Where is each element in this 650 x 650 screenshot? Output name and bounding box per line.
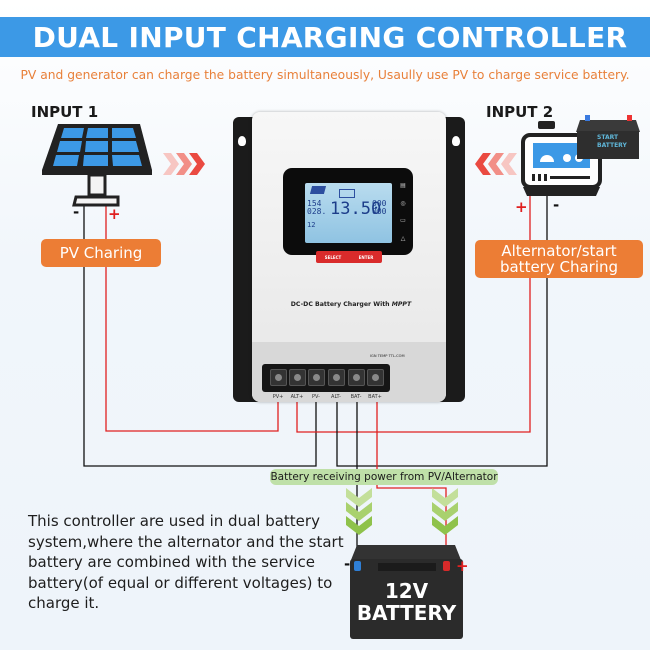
- wire-alt-positive: [296, 190, 531, 433]
- aux-port-ign: IGN: [370, 354, 377, 358]
- solar-panel-icon: [42, 124, 152, 207]
- terminal-label: BAT-: [350, 394, 362, 400]
- mount-hole-icon: [452, 136, 460, 146]
- input-1-label: INPUT 1: [31, 103, 99, 121]
- wire-pv-negative: [83, 206, 317, 467]
- description-text: This controller are used in dual battery…: [28, 512, 344, 612]
- lcd-panel-icon: [309, 186, 327, 194]
- lcd-pv-current: 028.: [307, 207, 327, 216]
- terminal-label: PV-: [312, 394, 320, 400]
- lcd-load-top: 000: [372, 199, 387, 208]
- pv-status-icon: ▤: [400, 182, 406, 189]
- negative-terminal-icon: [354, 561, 361, 571]
- battery-icon: [350, 545, 463, 639]
- model-name: DC-DC Battery Charger With: [290, 301, 390, 308]
- title-bar: DUAL INPUT CHARGING CONTROLLER: [0, 17, 650, 57]
- aux-port-temp: TEMP: [377, 354, 388, 358]
- pv-charging-caption: PV Charing: [41, 239, 161, 267]
- aux-port-labels: IGN TEMP TTL-COM: [370, 354, 405, 358]
- alt-plus-sign: +: [515, 198, 528, 216]
- lcd-load-mid: 000: [372, 207, 387, 216]
- terminal-pv-plus[interactable]: [270, 369, 287, 386]
- terminal-bat-minus[interactable]: [348, 369, 365, 386]
- lcd-pv-voltage: 154: [307, 199, 322, 208]
- arrow-right-icon: [163, 153, 205, 175]
- select-button[interactable]: SELECT: [324, 254, 342, 260]
- terminal-block: [262, 364, 390, 392]
- terminal-label: ALT+: [290, 394, 304, 400]
- controller-lcd: 154 028. 12 13.50 000 000: [305, 183, 392, 243]
- arrow-down-right-icon: [432, 488, 458, 535]
- terminal-label: PV+: [272, 394, 284, 400]
- pv-minus-sign: -: [73, 203, 80, 221]
- model-brand: MPPT: [391, 301, 412, 308]
- pv-plus-sign: +: [108, 205, 121, 223]
- load-status-icon: ◎: [400, 199, 406, 207]
- start-battery-label-line2: BATTERY: [597, 142, 627, 149]
- battery-plus-sign: +: [456, 557, 469, 575]
- start-battery-label: START BATTERY: [597, 134, 627, 150]
- arrow-left-icon: [475, 153, 517, 175]
- lcd-battery-voltage: 13.50: [330, 199, 382, 219]
- battery-status-icon: ▭: [400, 217, 406, 225]
- wire-alt-negative: [336, 190, 548, 467]
- wire-pv-positive: [105, 206, 279, 432]
- lcd-battery-icon: [339, 189, 355, 198]
- controller-model-text: DC-DC Battery Charger With MPPT: [258, 301, 444, 308]
- terminal-bat-plus[interactable]: [367, 369, 384, 386]
- page-title: DUAL INPUT CHARGING CONTROLLER: [32, 20, 628, 54]
- battery-label: 12V BATTERY: [350, 580, 463, 624]
- arrow-down-left-icon: [346, 488, 372, 535]
- alt-minus-sign: -: [553, 196, 560, 214]
- lcd-system-voltage: 12: [307, 221, 316, 229]
- battery-name-label: BATTERY: [356, 601, 457, 625]
- start-battery-label-line1: START: [597, 134, 619, 141]
- subtitle: PV and generator can charge the battery …: [20, 68, 630, 82]
- battery-minus-sign: -: [344, 555, 351, 573]
- warning-icon: △: [400, 234, 406, 242]
- controller-buttons: SELECT ENTER: [316, 251, 382, 263]
- battery-voltage-label: 12V: [384, 579, 429, 603]
- terminal-label: ALT-: [331, 394, 341, 400]
- mount-hole-icon: [238, 136, 246, 146]
- terminal-pv-minus[interactable]: [308, 369, 325, 386]
- status-icons: ▤ ◎ ▭ △: [399, 182, 407, 242]
- terminal-alt-plus[interactable]: [289, 369, 306, 386]
- power-flow-banner: Battery receiving power from PV/Alternat…: [270, 469, 498, 485]
- aux-port-ttl: TTL-COM: [388, 354, 405, 358]
- positive-terminal-icon: [443, 561, 450, 571]
- terminal-alt-minus[interactable]: [328, 369, 345, 386]
- enter-button[interactable]: ENTER: [358, 254, 374, 260]
- terminal-label: BAT+: [368, 394, 382, 400]
- input-2-label: INPUT 2: [486, 103, 554, 121]
- start-battery-icon: [576, 115, 640, 159]
- alternator-charging-caption: Alternator/start battery Charing: [475, 240, 643, 278]
